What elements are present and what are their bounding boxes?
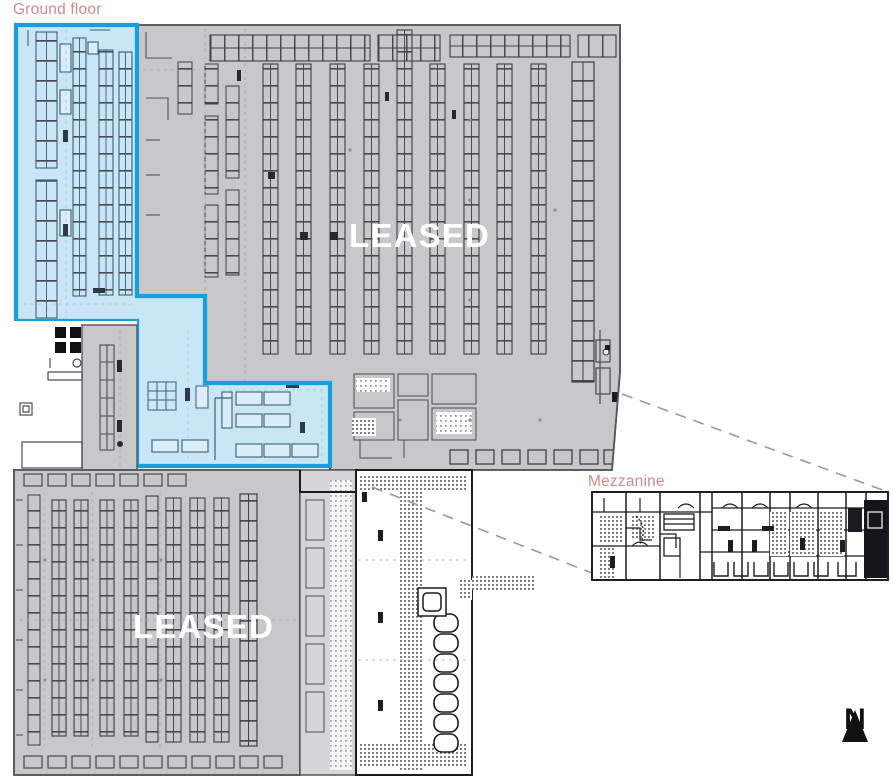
central-west-zone xyxy=(14,321,138,471)
plant-equipment-icons xyxy=(55,327,81,353)
north-letter: N xyxy=(844,703,866,736)
north-compass: N xyxy=(838,703,872,770)
mezzanine-inset xyxy=(591,491,889,581)
available-area-highlight[interactable] xyxy=(13,22,333,469)
service-core-north xyxy=(350,370,480,459)
east-service-spine xyxy=(595,330,611,404)
cross-dock-wing xyxy=(299,469,357,776)
mezzanine-callout-lines xyxy=(371,393,889,574)
rack-row xyxy=(209,34,617,62)
dock-doors-north xyxy=(449,449,619,465)
leased-block-north xyxy=(136,24,621,471)
dock-doors-south xyxy=(23,473,187,487)
rack-aisles-west xyxy=(24,30,133,319)
dock-levellers xyxy=(433,613,459,753)
loading-dock-zone xyxy=(299,469,534,776)
available-office-block xyxy=(214,384,323,462)
rack-aisles-south xyxy=(20,492,296,750)
north-arrow-icon xyxy=(842,710,868,742)
rack-aisles-north xyxy=(143,28,595,383)
leased-block-south xyxy=(13,469,301,776)
